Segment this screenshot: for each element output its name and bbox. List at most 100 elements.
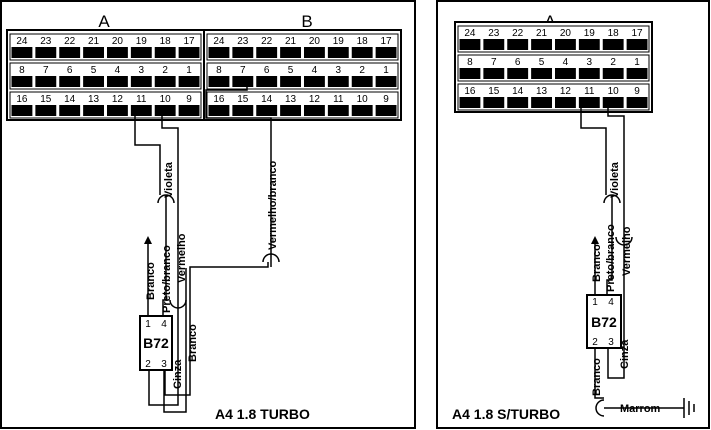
connector-a-left-pin-number: 3 [139,65,145,76]
connector-a-left-terminal-slot [130,47,152,58]
relay-pin4-right: 4 [608,297,614,308]
connector-a-right-pin-number: 3 [587,57,593,68]
left-connector-b-label: B [301,12,312,31]
connector-a-right-pin-number: 12 [560,86,572,97]
connector-a-left-terminal-slot [59,76,81,87]
connector-b-left-terminal-slot [256,105,278,116]
connector-b-left-pin-number: 12 [309,94,321,105]
left-panel-frame [0,0,416,429]
relay-pin3-right: 3 [608,337,614,348]
label-violeta-right: Violeta [609,161,621,198]
label-vermelho-right: Vermelho [621,226,633,276]
connector-b-left-pin-number: 17 [381,36,393,47]
left-plug-symbols [157,194,280,309]
connector-b-left-terminal-slot [280,76,301,87]
right-wires [580,108,684,409]
connector-b-left-pin-number: 15 [237,94,249,105]
connector-a-right-terminal-slot [507,39,529,50]
connector-a-right-pin-number: 21 [536,28,548,39]
connector-b-left-terminal-slot [232,105,254,116]
connector-a-left-terminal-slot [130,76,152,87]
label-preto-branco-left: Preto/branco [161,245,173,313]
label-cinza-left: Cinza [172,359,184,389]
plug-connector-icon [615,236,633,246]
wire-cinza-left [163,268,187,413]
connector-a-left-pin-number: 16 [16,94,28,105]
connector-b-left-terminal-slot [256,47,278,58]
connector-a-right-pin-number: 11 [584,86,595,97]
connector-a-left-terminal-slot [35,47,57,58]
relay-pin1-right: 1 [592,297,598,308]
connector-a-left-row [9,62,202,90]
connector-a-left-terminal-slot [83,76,104,87]
connector-a-right-terminal-slot [507,68,529,79]
connector-b-left-row [206,91,399,119]
connector-a-left-terminal-slot [59,105,81,116]
connector-a-right-terminal-slot [555,39,576,50]
connector-a-left-terminal-slot [107,76,128,87]
connector-a-right-row [457,25,650,53]
wire-pin10-left [161,108,179,285]
connector-a-left-pin-number: 2 [162,65,168,76]
connector-b-left-terminal-slot [327,47,349,58]
label-branco-down-right: Branco [591,358,603,396]
connector-a-right-pin-number: 13 [536,86,548,97]
connector-b-left-pin-number: 23 [237,36,249,47]
label-branco-left: Branco [187,324,199,362]
connector-a-right-terminal-slot [626,68,648,79]
connector-b-left-terminal-slot [304,76,325,87]
connector-a-right-pin-number: 9 [634,86,640,97]
connector-b-left-terminal-slot [280,47,301,58]
connector-b-left-pin-number: 16 [213,94,225,105]
connector-a-left-pin-number: 6 [67,65,73,76]
connector-a-right-pin-number: 8 [467,57,473,68]
connector-a-left-terminal-slot [11,76,33,87]
connector-a-left-pin-number: 11 [136,94,147,105]
connector-b-left-pin-number: 21 [285,36,297,47]
left-connector-a-label: A [98,12,110,31]
connector-b-left-pin-number: 4 [312,65,318,76]
relay-label-left: B72 [143,335,169,351]
label-violeta-left: Violeta [163,161,175,198]
connector-a-left-terminal-slot [178,105,200,116]
wire-violeta-to-relay-right [606,212,613,295]
relay-label-right: B72 [591,314,617,330]
connector-a-left-pin-number: 13 [88,94,100,105]
connector-b-left-terminal-slot [375,47,397,58]
connector-a-right-pin-number: 23 [488,28,500,39]
ground-icon [683,398,695,418]
connector-a-right-row [457,54,650,82]
connector-b-left-terminal-slot [304,105,325,116]
right-plug-symbols [595,194,633,417]
connector-b-left-pin-number: 19 [333,36,345,47]
connector-a-left-pin-number: 4 [115,65,121,76]
plug-connector-icon [595,399,605,417]
connector-a-right-terminal-slot [626,97,648,108]
relay-b72-right [586,294,622,349]
connector-b-left-pin-number: 8 [216,65,222,76]
connector-a-left-pin-number: 23 [40,36,52,47]
connector-a-left-terminal-slot [11,105,33,116]
label-branco-up-left: Branco [145,262,157,300]
connector-b-left-pin-number: 13 [285,94,297,105]
connector-a-right-terminal-slot [578,39,600,50]
connector-b-left-row [206,62,399,90]
connector-a-left-pin-number: 17 [184,36,196,47]
connector-b-left-pin-number: 1 [383,65,389,76]
relay-pin2-right: 2 [592,337,598,348]
caption-right: A4 1.8 S/TURBO [452,406,560,422]
connector-a-right-terminal-slot [602,39,624,50]
connector-a-right-pin-number: 17 [632,28,644,39]
connector-b-left-pin-number: 5 [288,65,294,76]
connector-a-left-terminal-slot [154,47,176,58]
wire-violeta-to-relay [162,212,167,316]
right-panel-frame [436,0,710,429]
connector-a-left-terminal-slot [107,47,128,58]
connector-a-right-pin-number: 4 [563,57,569,68]
connector-a-right-pin-number: 7 [491,57,497,68]
wire-pin11-right [580,108,607,195]
connector-a-left-pin-number: 9 [186,94,192,105]
connector-a-left-pin-number: 1 [186,65,192,76]
